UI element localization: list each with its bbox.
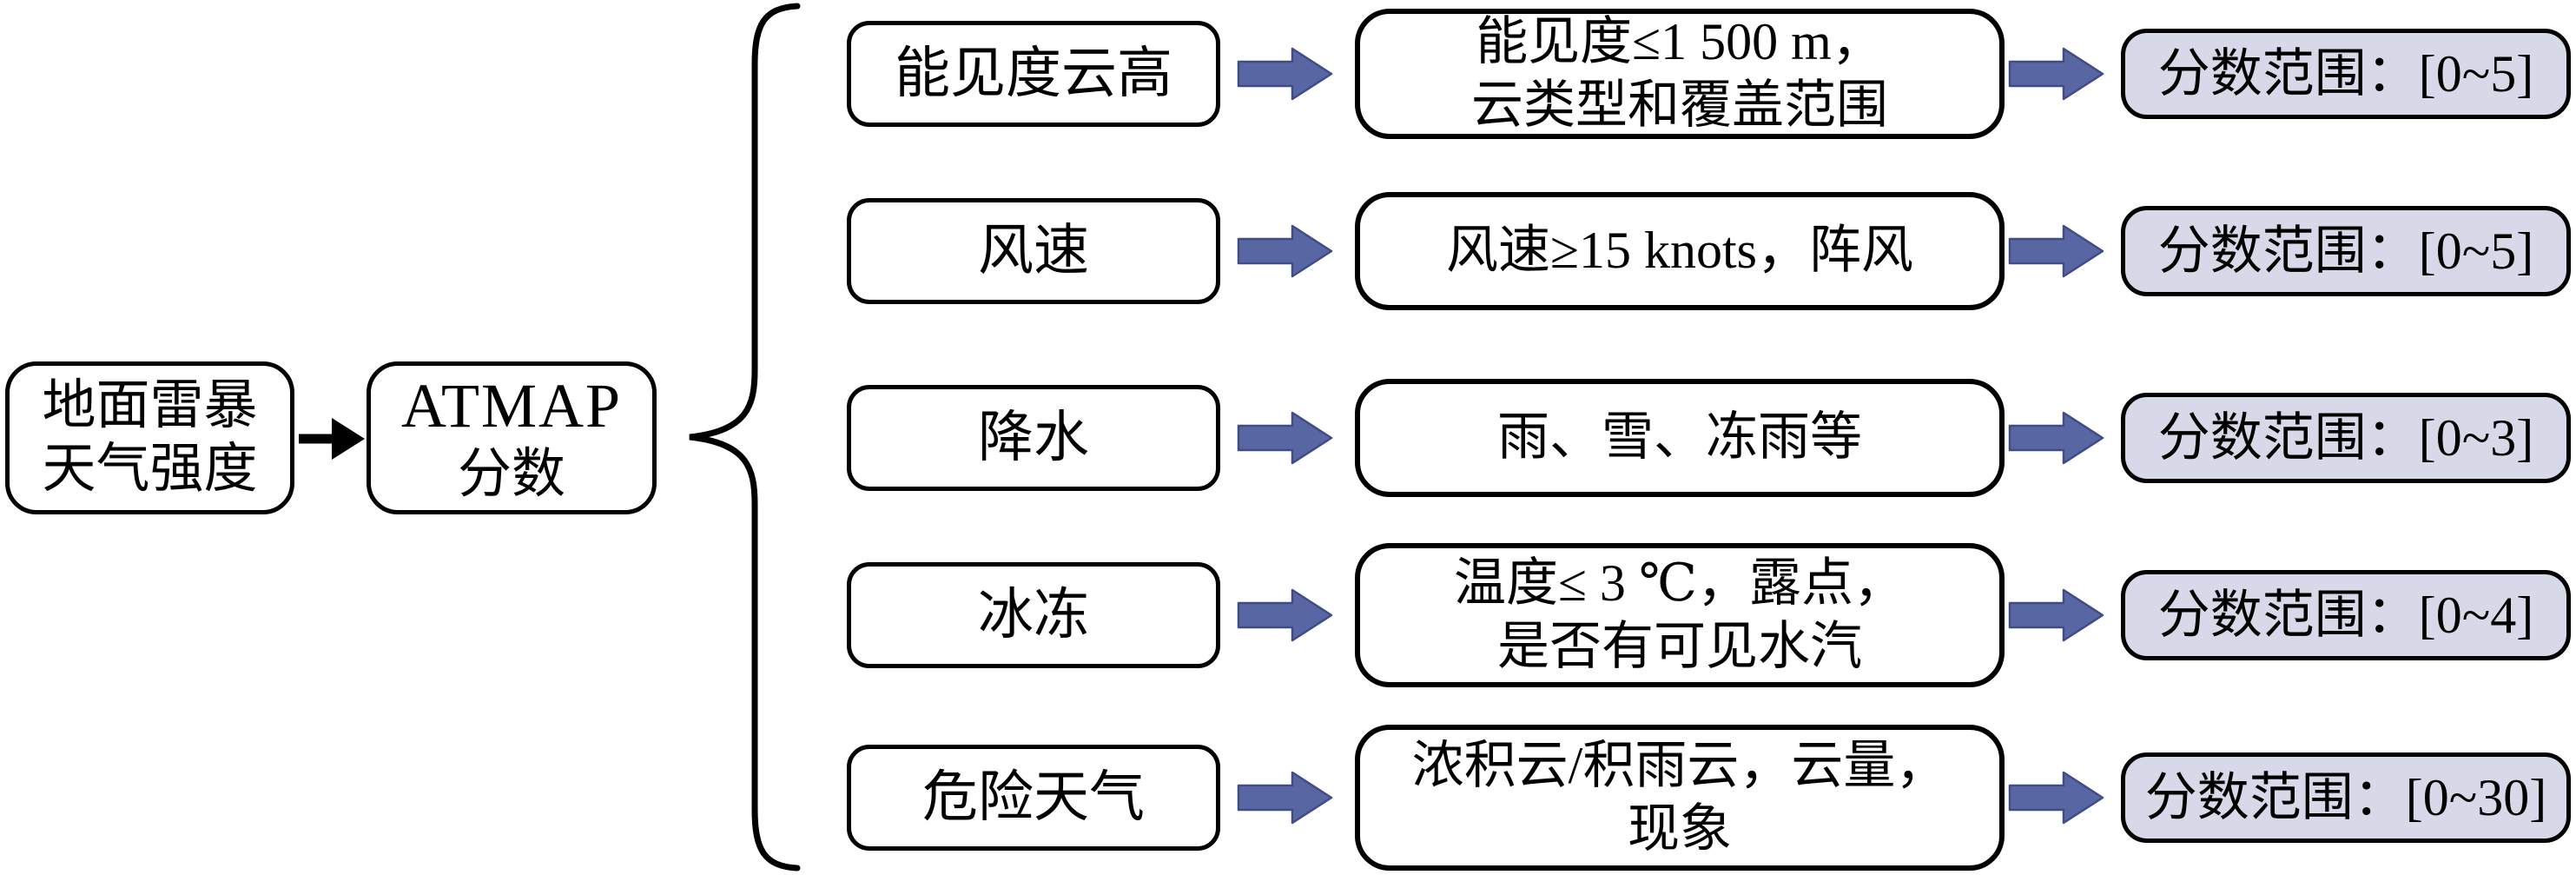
desc-box-visibility: 能见度≤1 500 m， 云类型和覆盖范围 [1355, 9, 2005, 139]
score-range-label: 分数范围：[0~30] [2144, 768, 2547, 826]
curly-brace-icon [689, 3, 801, 872]
flow-arrow-icon [2008, 47, 2104, 101]
flow-arrow-icon [2008, 411, 2104, 465]
black-arrow-icon [299, 418, 365, 460]
atmap-box-line2: 分数 [457, 444, 565, 504]
desc-line: 浓积云/积雨云，云量， [1411, 736, 1948, 794]
desc-line: 现象 [1628, 800, 1732, 858]
score-box-precipitation: 分数范围：[0~3] [2121, 393, 2571, 483]
category-label: 危险天气 [922, 766, 1145, 829]
category-label: 能见度云高 [895, 43, 1172, 105]
score-box-freezing: 分数范围：[0~4] [2121, 570, 2571, 660]
score-range-label: 分数范围：[0~5] [2157, 44, 2534, 103]
desc-box-dangerous-weather: 浓积云/积雨云，云量， 现象 [1355, 725, 2005, 871]
flow-arrow-icon [1237, 224, 1333, 278]
category-box-wind: 风速 [847, 198, 1220, 304]
flow-arrow-icon [1237, 47, 1333, 101]
score-box-dangerous-weather: 分数范围：[0~30] [2121, 752, 2571, 843]
desc-box-precipitation: 雨、雪、冻雨等 [1355, 379, 2005, 497]
desc-line: 是否有可见水汽 [1497, 618, 1862, 675]
category-label: 冰冻 [978, 584, 1089, 646]
source-box-line1: 地面雷暴 [42, 375, 258, 435]
atmap-box-line1: ATMAP [400, 370, 623, 441]
score-box-visibility: 分数范围：[0~5] [2121, 29, 2571, 119]
desc-line: 雨、雪、冻雨等 [1497, 408, 1862, 467]
category-box-freezing: 冰冻 [847, 562, 1220, 668]
atmap-score-box: ATMAP 分数 [367, 361, 657, 514]
category-box-visibility: 能见度云高 [847, 21, 1220, 127]
desc-box-wind: 风速≥15 knots，阵风 [1355, 192, 2005, 310]
flow-arrow-icon [2008, 588, 2104, 642]
flow-arrow-icon [1237, 771, 1333, 825]
category-box-precipitation: 降水 [847, 385, 1220, 491]
desc-box-freezing: 温度≤ 3 ℃，露点， 是否有可见水汽 [1355, 543, 2005, 687]
flow-arrow-icon [1237, 588, 1333, 642]
source-box-line2: 天气强度 [42, 440, 258, 499]
source-box: 地面雷暴 天气强度 [5, 361, 294, 514]
desc-line: 云类型和覆盖范围 [1471, 76, 1888, 134]
flow-arrow-icon [2008, 224, 2104, 278]
desc-line: 能见度≤1 500 m， [1476, 12, 1884, 70]
category-label: 风速 [978, 220, 1089, 282]
flow-arrow-icon [1237, 411, 1333, 465]
score-range-label: 分数范围：[0~3] [2157, 408, 2534, 467]
score-box-wind: 分数范围：[0~5] [2121, 206, 2571, 296]
flow-arrow-icon [2008, 771, 2104, 825]
category-box-dangerous-weather: 危险天气 [847, 745, 1220, 851]
score-range-label: 分数范围：[0~5] [2157, 222, 2534, 280]
desc-line: 风速≥15 knots，阵风 [1446, 222, 1913, 280]
score-range-label: 分数范围：[0~4] [2157, 586, 2534, 644]
category-label: 降水 [978, 407, 1089, 469]
desc-line: 温度≤ 3 ℃，露点， [1453, 554, 1906, 612]
